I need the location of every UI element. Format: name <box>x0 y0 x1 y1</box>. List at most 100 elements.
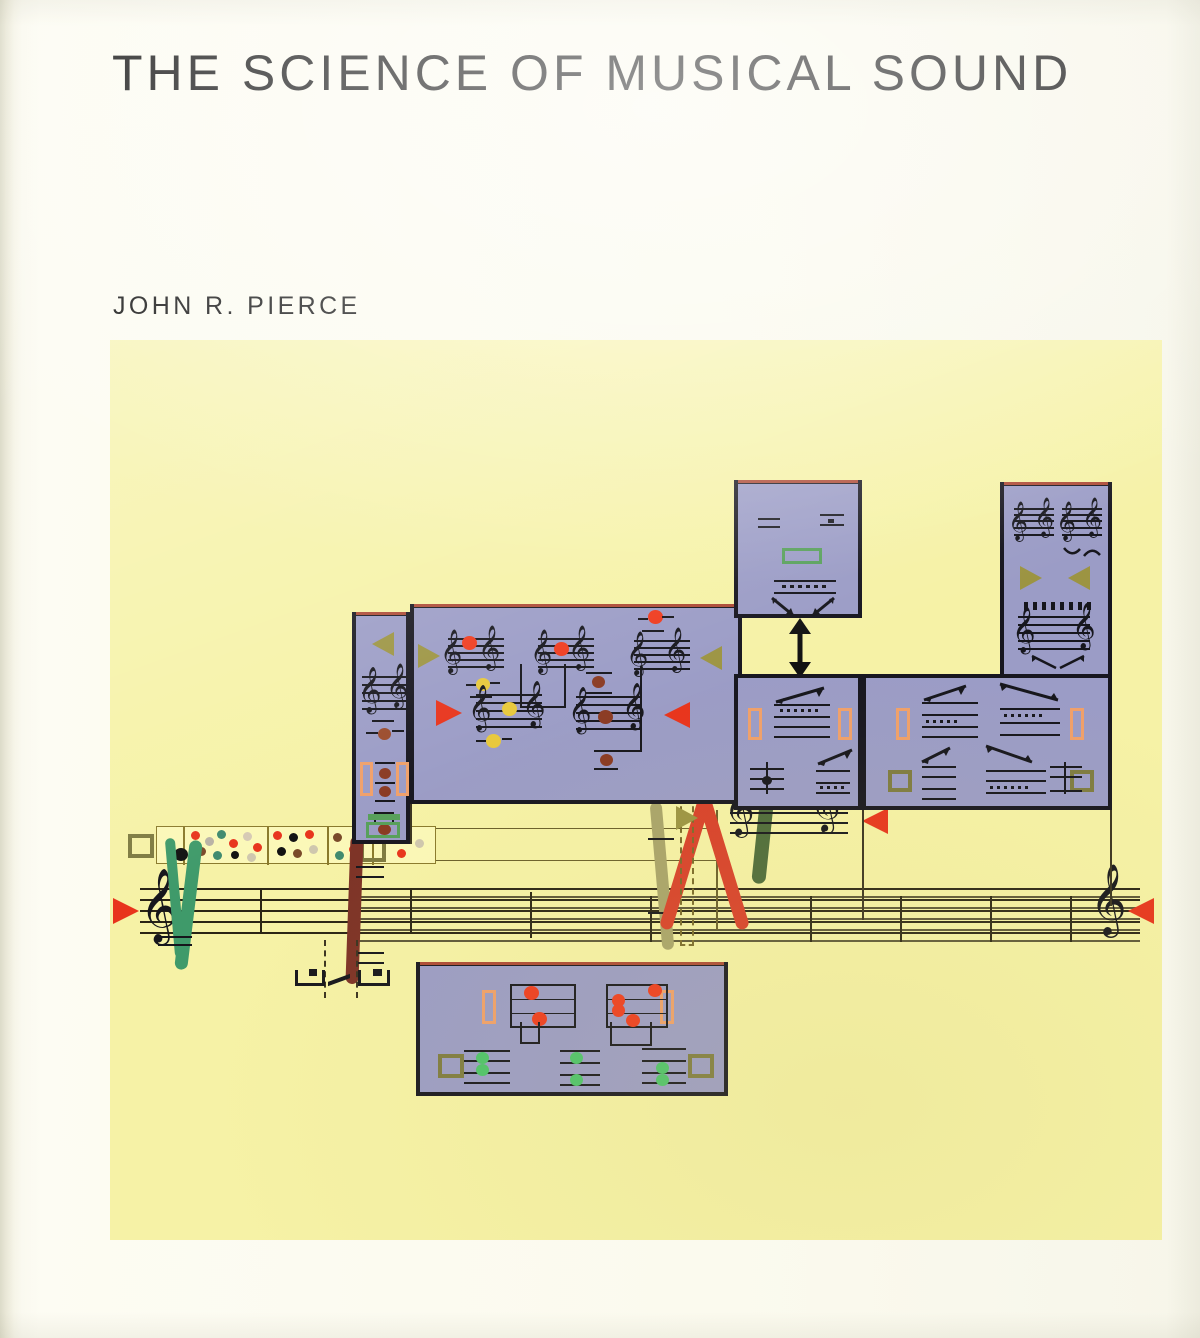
bracket-glyph <box>358 969 390 986</box>
brown-note-head <box>379 768 391 779</box>
diagonal-arrow-icon <box>999 682 1059 702</box>
ledger-tick <box>158 936 192 938</box>
olive-triangle-marker <box>676 806 698 830</box>
red-note-head <box>554 642 569 656</box>
connector-rail <box>862 810 864 920</box>
red-note-head <box>462 636 477 650</box>
green-note-head <box>476 1064 489 1076</box>
panel-top-center <box>734 480 862 618</box>
olive-triangle-marker <box>418 644 440 668</box>
orange-rect-marker <box>748 708 762 740</box>
staff-barline <box>530 892 532 938</box>
open-rect-shape <box>520 1022 540 1044</box>
red-note-head <box>648 610 663 624</box>
green-note-head <box>570 1074 583 1086</box>
red-pointer-right <box>1128 898 1154 924</box>
lightning-glyph <box>328 960 350 1000</box>
brown-note-head <box>379 786 391 797</box>
treble-clef-icon: 𝄞 <box>568 687 592 733</box>
olive-square-marker <box>888 770 912 792</box>
treble-clef-icon: 𝄞 <box>1034 497 1055 537</box>
treble-clef-icon: 𝄞 <box>1072 603 1096 649</box>
staff-barline <box>900 896 902 942</box>
orange-rect-marker <box>396 762 409 796</box>
diagonal-arrow-icon <box>817 748 853 766</box>
green-note-head <box>656 1074 669 1086</box>
diverging-arrows-icon <box>1031 654 1085 670</box>
dashed-guide <box>324 940 326 998</box>
connector-rail <box>410 804 412 844</box>
ledger-tick <box>356 876 384 878</box>
dashed-guide <box>356 940 358 998</box>
treble-clef-icon: 𝄞 <box>478 625 501 669</box>
olive-square-marker <box>128 834 154 858</box>
olive-triangle-marker <box>700 646 722 670</box>
diverging-arrows-icon <box>771 596 835 618</box>
staff-barline <box>650 896 652 942</box>
panel-center-wide: 𝄞 𝄞 𝄞 𝄞 𝄞 𝄞 <box>410 604 742 804</box>
slur-icon <box>1063 547 1101 557</box>
ledger-tick <box>648 838 674 840</box>
page-title: THE SCIENCE OF MUSICAL SOUND <box>112 45 1073 101</box>
treble-clef-icon: 𝄞 <box>1090 862 1127 935</box>
cover-illustration: 𝄞 𝄞 <box>110 340 1162 1240</box>
panel-top-right: 𝄞 𝄞 𝄞 𝄞 𝄞 𝄞 <box>1000 482 1112 678</box>
brown-note-head <box>378 728 391 740</box>
staff-barline <box>990 896 992 942</box>
treble-clef-icon: 𝄞 <box>440 629 463 673</box>
treble-clef-icon: 𝄞 <box>468 685 492 731</box>
orange-rect-marker <box>482 990 496 1024</box>
olive-triangle-marker <box>1020 566 1042 590</box>
staff-barline <box>260 888 262 934</box>
treble-clef-icon: 𝄞 <box>1008 501 1029 541</box>
yellow-note-head <box>502 702 517 716</box>
red-note-head <box>524 986 539 1000</box>
brown-note-head <box>600 754 613 766</box>
ledger-tick <box>356 952 384 954</box>
brown-note-head <box>592 676 605 688</box>
orange-rect-marker <box>838 708 852 740</box>
staff-barline <box>1070 896 1072 942</box>
diagonal-arrow-icon <box>775 686 825 704</box>
green-note-head <box>656 1062 669 1074</box>
black-note-head <box>762 776 772 785</box>
treble-clef-icon: 𝄞 <box>1012 607 1036 653</box>
diagonal-arrow-icon <box>923 684 967 702</box>
red-pointer <box>862 808 888 834</box>
treble-clef-icon: 𝄞 <box>1082 497 1103 537</box>
panel-bottom-center <box>416 962 728 1096</box>
olive-triangle-marker <box>372 632 394 656</box>
double-headed-arrow <box>789 618 811 678</box>
panel-mid-right-b <box>862 674 1112 810</box>
red-pointer-left <box>113 898 139 924</box>
panel-left-narrow: 𝄞 𝄞 <box>352 612 410 844</box>
red-note-head <box>612 1004 625 1017</box>
treble-clef-icon: 𝄞 <box>358 667 382 713</box>
treble-clef-icon: 𝄞 <box>664 627 687 671</box>
treble-clef-icon: 𝄞 <box>1056 501 1077 541</box>
author-name: JOHN R. PIERCE <box>113 292 361 320</box>
treble-clef-icon: 𝄞 <box>386 663 409 707</box>
open-rect-shape <box>610 666 642 752</box>
red-pointer <box>436 700 462 726</box>
orange-rect-marker <box>360 762 373 796</box>
green-rect-marker <box>368 814 400 820</box>
bracket-glyph <box>295 969 325 986</box>
green-note-head <box>476 1052 489 1064</box>
olive-square-marker <box>1070 770 1094 792</box>
open-rect-shape <box>520 664 566 708</box>
red-pointer <box>664 702 690 728</box>
green-note-head <box>570 1052 583 1064</box>
yellow-note-head <box>486 734 501 748</box>
ledger-tick <box>158 944 192 946</box>
ledger-tick <box>356 962 384 964</box>
green-rect-marker <box>782 548 822 564</box>
staff-barline <box>410 888 412 934</box>
treble-clef-icon: 𝄞 <box>568 625 591 669</box>
red-note-head <box>648 984 662 997</box>
olive-square-marker <box>438 1054 464 1078</box>
connector-rail <box>1110 810 1112 906</box>
panel-mid-right-a <box>734 674 862 810</box>
diagonal-arrow-icon <box>985 744 1033 764</box>
